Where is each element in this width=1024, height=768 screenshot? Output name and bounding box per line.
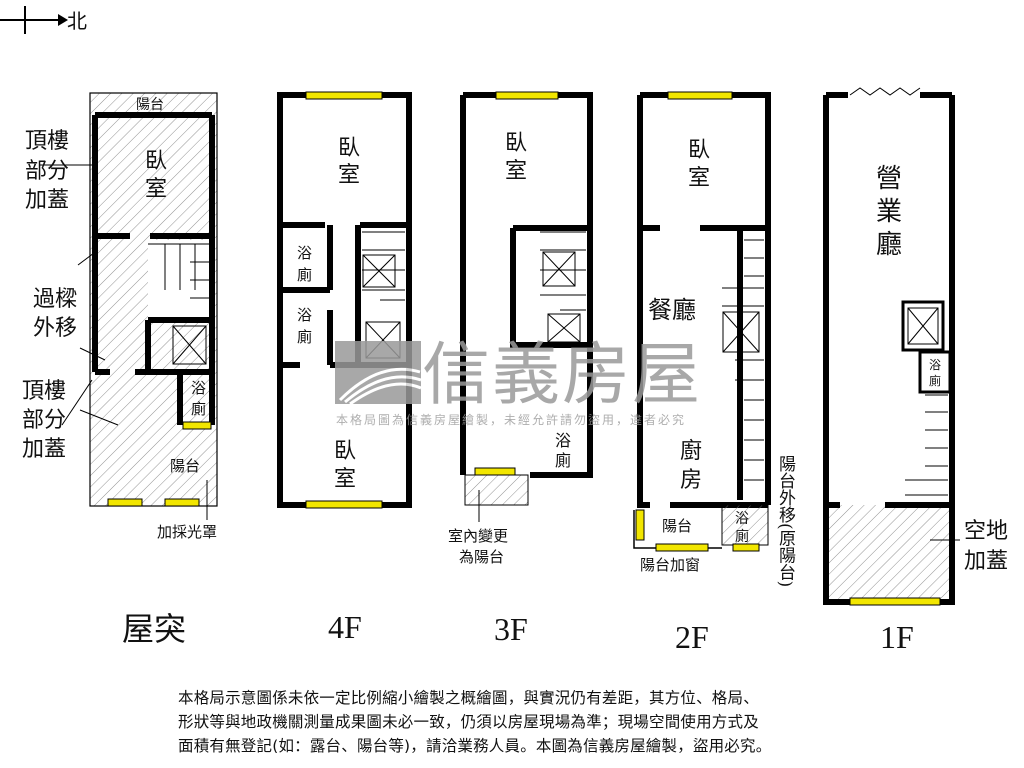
room-label: 廳: [876, 230, 902, 260]
disclaimer: 本格局示意圖係未依一定比例縮小繪製之概繪圖，與實況仍有差距，其方位、格局、 形狀…: [178, 686, 868, 758]
north-arrow-icon: [0, 6, 68, 34]
room-label: 臥: [145, 149, 167, 174]
roof-plan: [40, 92, 218, 520]
watermark-logo: [335, 341, 422, 406]
room-label: 浴: [191, 379, 206, 397]
floor-3f-plan: [460, 91, 593, 522]
room-label: 室: [145, 177, 167, 202]
room-label: 業: [876, 197, 902, 227]
floor-label: 屋突: [122, 611, 186, 647]
room-label: 廁: [191, 400, 206, 418]
annotation: 室內變更: [448, 527, 508, 545]
floor-label: 3F: [494, 611, 528, 647]
room-label: 浴: [735, 511, 749, 527]
room-label: 臥: [338, 136, 360, 161]
annotation: 加蓋: [25, 188, 69, 213]
disclaimer-line: 本格局示意圖係未依一定比例縮小繪製之概繪圖，與實況仍有差距，其方位、格局、: [178, 689, 759, 707]
annotation: 加蓋: [22, 437, 66, 462]
floor-1f-plan: [823, 87, 960, 606]
north-label: 北: [67, 9, 87, 33]
room-label: 廁: [297, 328, 312, 346]
annotation: 為陽台: [459, 548, 504, 566]
annotation: 陽台外移(原陽台): [775, 455, 796, 587]
floor-2f-plan: [633, 91, 771, 552]
room-label: 廁: [555, 451, 571, 470]
room-label: 浴: [929, 358, 941, 372]
room-label: 室: [338, 163, 360, 188]
annotation: 加蓋: [964, 549, 1008, 574]
watermark-notice: 本格局圖為信義房屋繪製，未經允許請勿盜用，違者必究: [336, 412, 686, 427]
room-label: 臥: [505, 131, 527, 156]
room-label: 廚: [680, 439, 702, 464]
annotation: 外移: [33, 316, 77, 341]
annotation: 部分: [25, 159, 69, 184]
room-label: 營: [876, 164, 902, 194]
floor-label: 1F: [880, 619, 914, 655]
room-label: 餐廳: [648, 296, 696, 324]
annotation: 頂樓: [22, 379, 66, 404]
room-label: 臥: [688, 138, 710, 163]
floor-label: 2F: [675, 619, 709, 655]
watermark-brand: 信義房屋: [422, 336, 702, 415]
annotation: 陽台加窗: [640, 556, 700, 574]
annotation: 空地: [964, 519, 1008, 544]
disclaimer-line: 形狀等與地政機關測量成果圖未必一致，仍須以房屋現場為準；現場空間使用方式及: [178, 713, 759, 731]
room-label: 室: [505, 159, 527, 184]
annotation: 過樑: [33, 287, 77, 312]
floor-label: 4F: [328, 609, 362, 645]
room-label: 廁: [929, 373, 941, 388]
annotation: 加採光罩: [157, 523, 217, 541]
annotation: 頂樓: [25, 129, 69, 154]
disclaimer-line: 面積有無登記(如：露台、陽台等)，請洽業務人員。本圖為信義房屋繪製，盜用必究。: [178, 737, 772, 755]
room-label: 陽台: [662, 517, 692, 535]
room-label: 浴: [555, 431, 571, 450]
room-label: 室: [688, 166, 710, 191]
room-label: 廁: [735, 528, 749, 545]
room-label: 房: [680, 468, 702, 493]
room-label: 陽台: [170, 457, 200, 475]
room-label: 陽台: [136, 97, 164, 113]
room-label: 浴: [297, 306, 312, 324]
floor-4f-plan: [277, 91, 412, 509]
room-label: 廁: [297, 266, 312, 284]
room-label: 室: [334, 467, 356, 492]
annotation: 部分: [22, 408, 66, 433]
room-label: 浴: [297, 244, 312, 262]
room-label: 臥: [334, 439, 356, 464]
